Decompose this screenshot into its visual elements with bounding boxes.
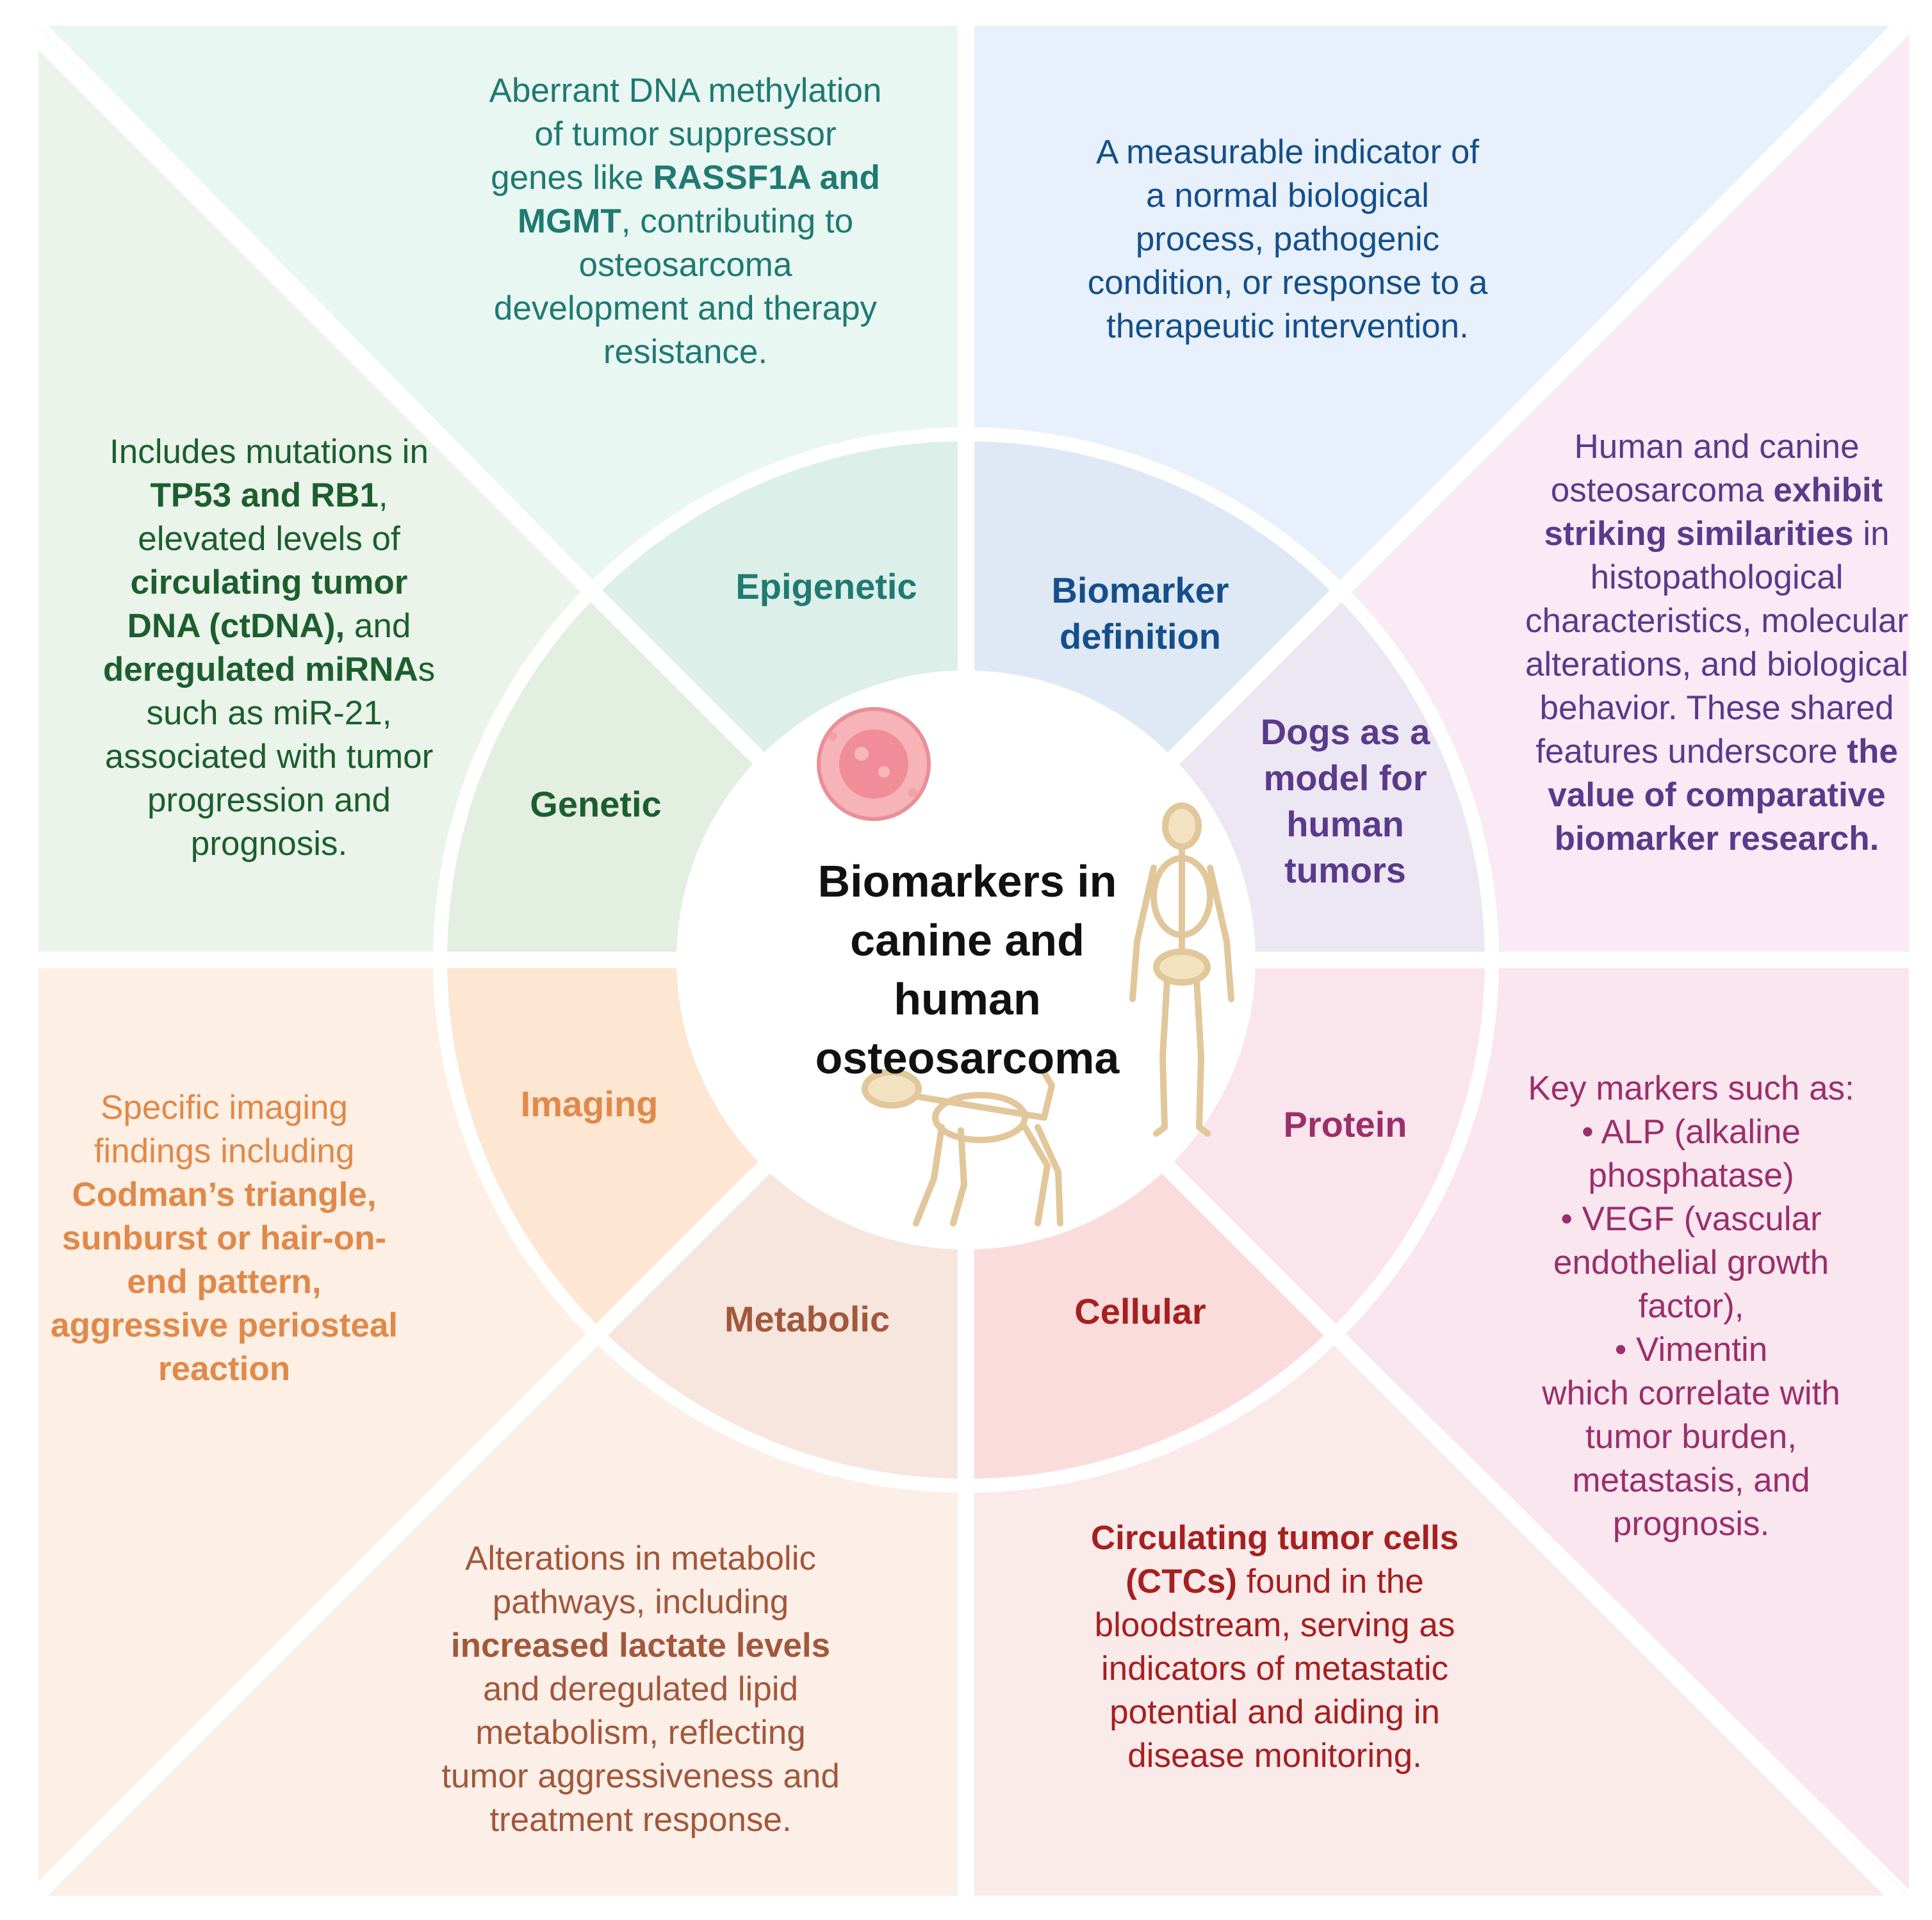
desc-protein: Key markers such as: ALP (alkaline phosp… [1499,1067,1883,1546]
label-imaging: Imaging [520,1084,659,1124]
label-epigenetic: Epigenetic [735,566,917,606]
label-protein: Protein [1283,1104,1407,1144]
protein-marker-vimentin: Vimentin [1499,1328,1883,1372]
label-dogs-as-model: Dogs as a model for human tumors [1260,712,1430,890]
desc-cellular: Circulating tumor cells (CTCs) found in … [1090,1519,1459,1775]
desc-imaging: Specific imaging findings including Codm… [50,1089,398,1388]
center-title: Biomarkers in canine and human osteosarc… [815,856,1120,1083]
protein-marker-alp: ALP (alkaline phosphatase) [1499,1111,1883,1198]
label-cellular: Cellular [1074,1291,1206,1331]
label-metabolic: Metabolic [724,1299,890,1339]
tumor-cell-icon [817,707,931,821]
protein-marker-list: ALP (alkaline phosphatase) VEGF (vascula… [1499,1111,1883,1372]
desc-biomarker-definition: A measurable indicator of a normal biolo… [1087,133,1488,345]
center-disc [676,671,1256,1249]
dog-skeleton-icon [862,1069,1063,1226]
desc-dogs-as-model: Human and canine osteosarcoma exhibit st… [1525,428,1909,858]
desc-metabolic: Alterations in metabolic pathways, inclu… [441,1540,840,1839]
desc-epigenetic: Aberrant DNA methylation of tumor suppre… [489,72,882,371]
label-genetic: Genetic [530,784,662,824]
label-biomarker-definition: Biomarker definition [1051,570,1229,656]
human-skeleton-icon [1129,802,1234,1137]
protein-marker-vegf: VEGF (vascular endothelial growth factor… [1499,1198,1883,1328]
desc-genetic: Includes mutations in TP53 and RB1, elev… [102,433,436,863]
